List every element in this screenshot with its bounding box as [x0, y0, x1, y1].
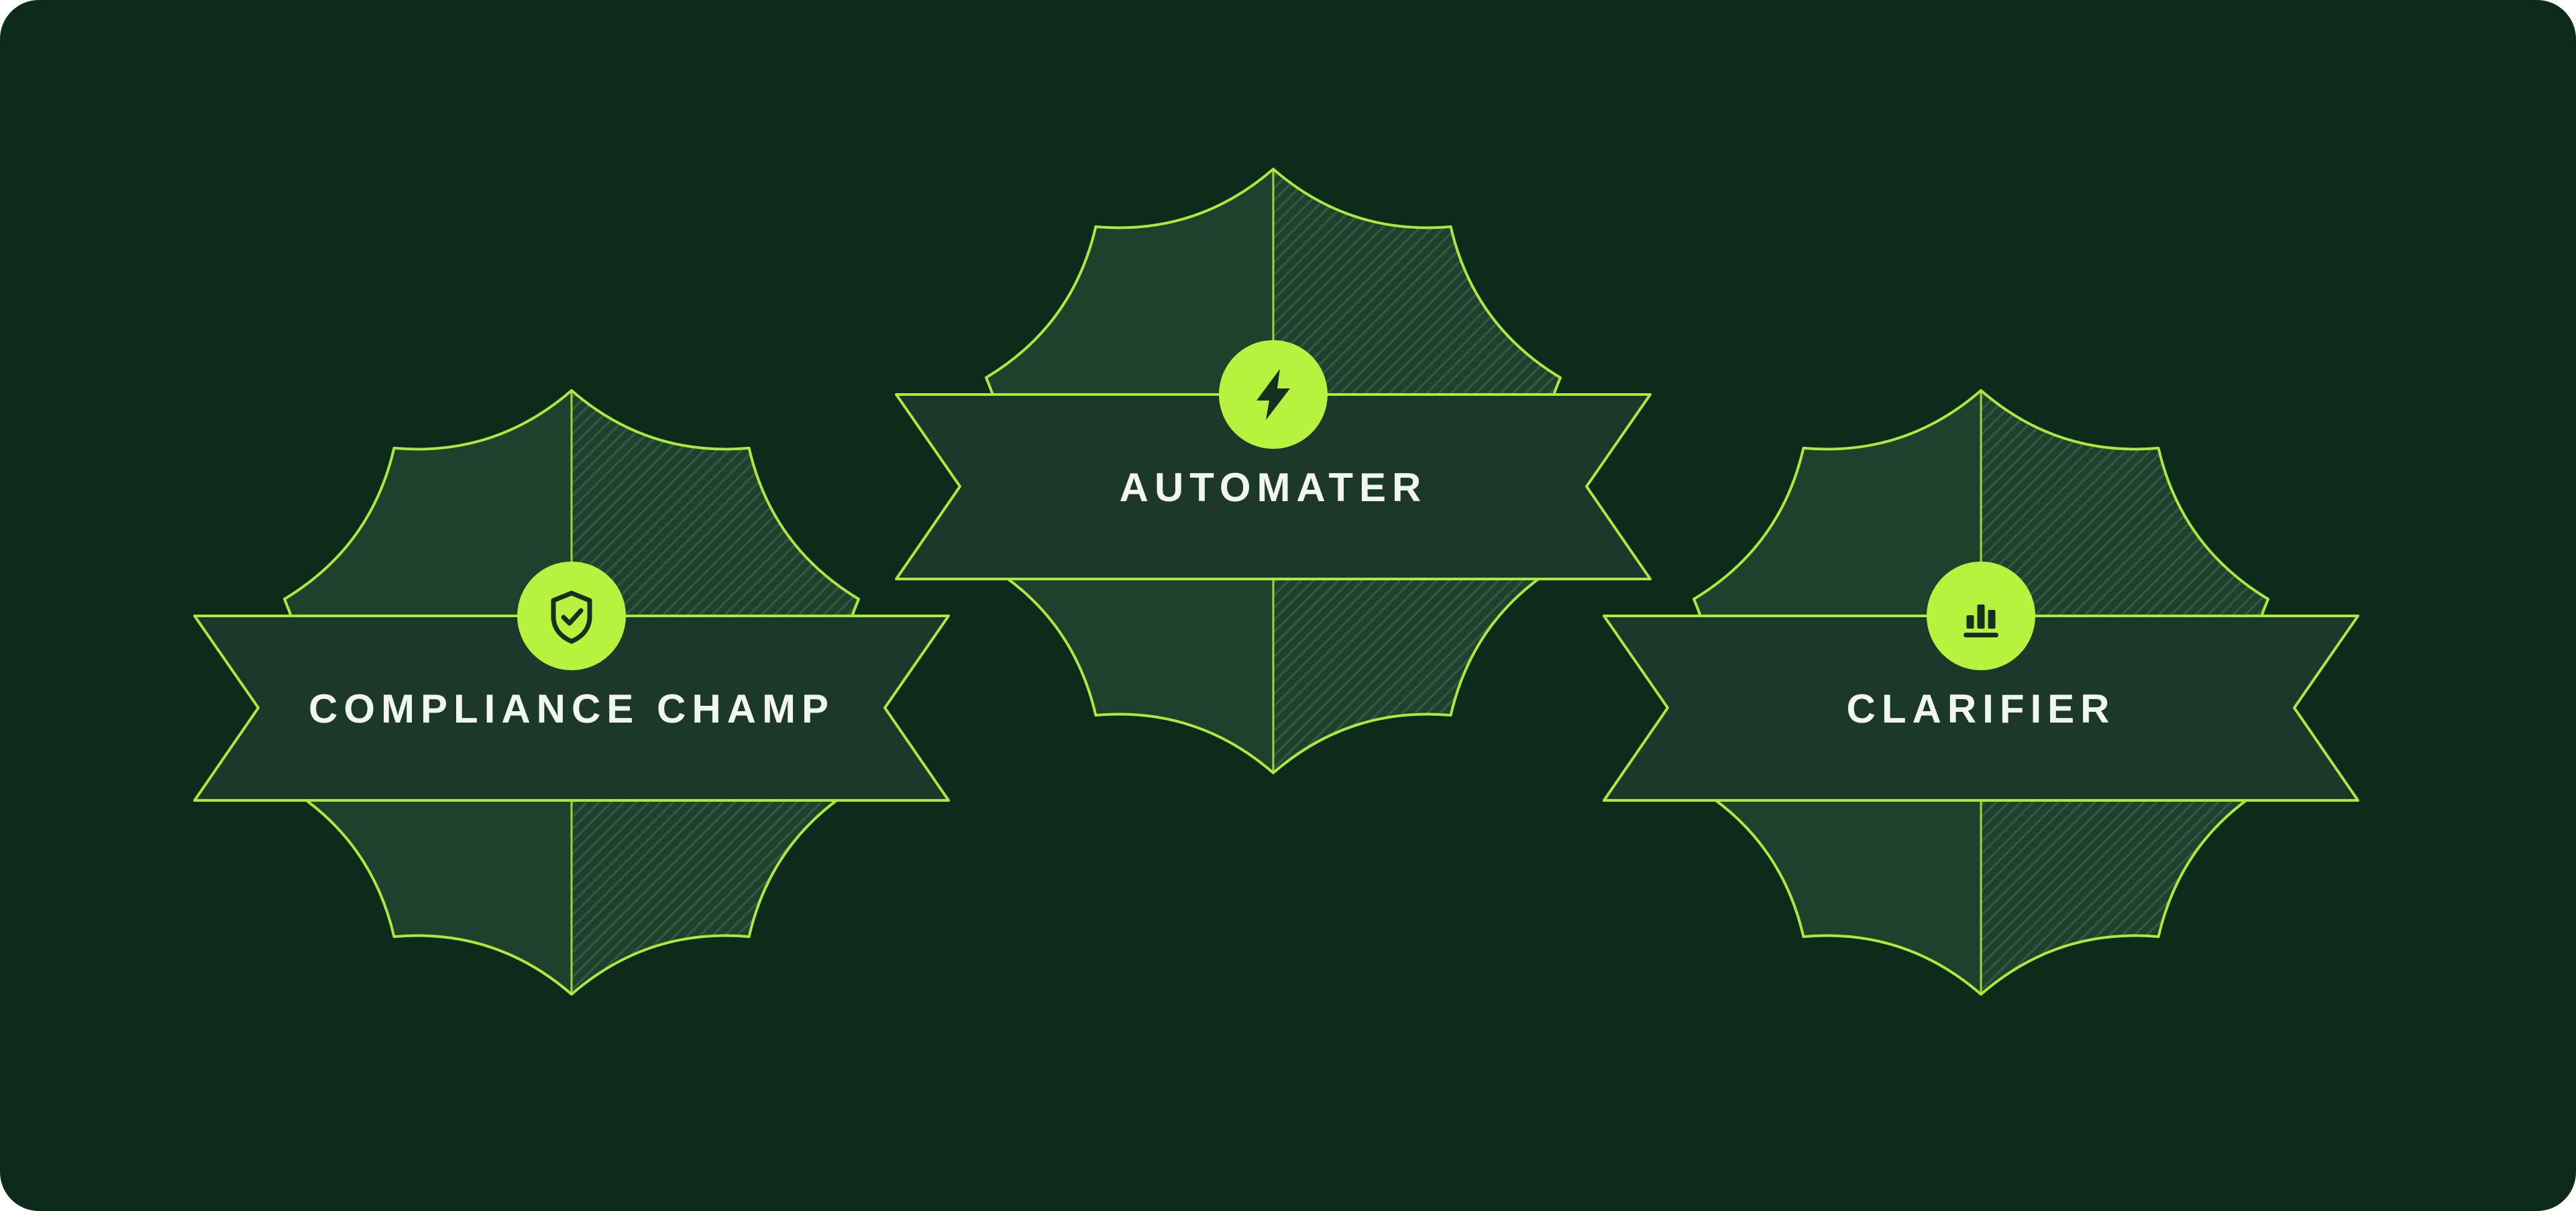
seal-outline [985, 168, 1562, 774]
badge-graphic: CLARIFIER [1603, 389, 2359, 996]
ribbon-banner [193, 615, 950, 802]
bar-chart-icon [1964, 604, 1998, 637]
icon-circle [517, 562, 626, 670]
lightning-bolt-icon [1256, 369, 1290, 420]
badge-label: COMPLIANCE CHAMP [309, 686, 835, 731]
badge-compliance-champ: COMPLIANCE CHAMP [136, 323, 1008, 1061]
shield-check-icon [551, 590, 592, 644]
badge-graphic: COMPLIANCE CHAMP [193, 389, 950, 996]
badge-clarifier: CLARIFIER [1545, 323, 2417, 1061]
badge-automater: AUTOMATER [837, 102, 1709, 840]
badge-label: AUTOMATER [1120, 465, 1428, 510]
ribbon-banner [895, 393, 1652, 580]
seal-outline [1693, 389, 2269, 996]
badge-graphic: AUTOMATER [895, 168, 1652, 774]
seal-outline [283, 389, 860, 996]
badge-label: CLARIFIER [1847, 686, 2116, 731]
ribbon-banner [1603, 615, 2359, 802]
